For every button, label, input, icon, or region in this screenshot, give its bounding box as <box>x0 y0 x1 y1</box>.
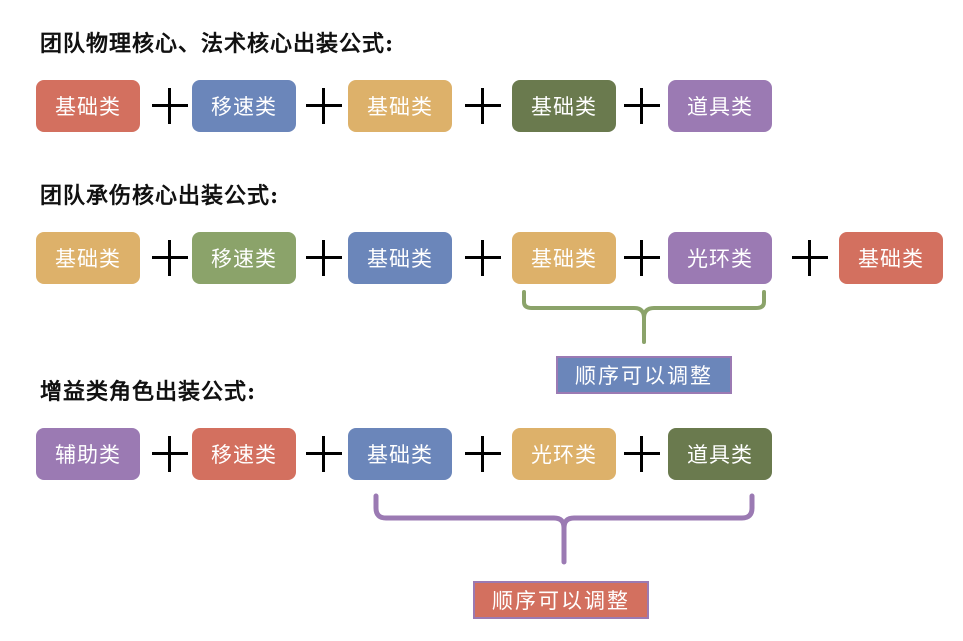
item-2-6: 基础类 <box>839 232 943 284</box>
plus-icon <box>306 88 342 124</box>
plus-icon <box>624 436 660 472</box>
item-3-3: 基础类 <box>348 428 452 480</box>
item-2-2: 移速类 <box>192 232 296 284</box>
plus-icon <box>306 240 342 276</box>
item-3-4: 光环类 <box>512 428 616 480</box>
item-1-4: 基础类 <box>512 80 616 132</box>
plus-icon <box>152 88 188 124</box>
plus-icon <box>624 88 660 124</box>
section-3-heading: 增益类角色出装公式: <box>40 379 257 405</box>
item-2-5: 光环类 <box>668 232 772 284</box>
plus-icon <box>152 436 188 472</box>
reorder-note-2: 顺序可以调整 <box>473 581 649 619</box>
section-2-heading: 团队承伤核心出装公式: <box>40 183 280 209</box>
item-1-2: 移速类 <box>192 80 296 132</box>
item-3-2: 移速类 <box>192 428 296 480</box>
plus-icon <box>465 240 501 276</box>
reorder-note-1: 顺序可以调整 <box>556 356 732 394</box>
item-1-5: 道具类 <box>668 80 772 132</box>
bracket-1 <box>522 290 766 344</box>
plus-icon <box>465 436 501 472</box>
plus-icon <box>624 240 660 276</box>
item-3-5: 道具类 <box>668 428 772 480</box>
section-1-heading: 团队物理核心、法术核心出装公式: <box>40 31 395 57</box>
item-1-3: 基础类 <box>348 80 452 132</box>
plus-icon <box>152 240 188 276</box>
plus-icon <box>792 240 828 276</box>
item-2-4: 基础类 <box>512 232 616 284</box>
plus-icon <box>465 88 501 124</box>
plus-icon <box>306 436 342 472</box>
item-2-1: 基础类 <box>36 232 140 284</box>
item-1-1: 基础类 <box>36 80 140 132</box>
item-2-3: 基础类 <box>348 232 452 284</box>
item-3-1: 辅助类 <box>36 428 140 480</box>
bracket-2 <box>373 493 755 565</box>
